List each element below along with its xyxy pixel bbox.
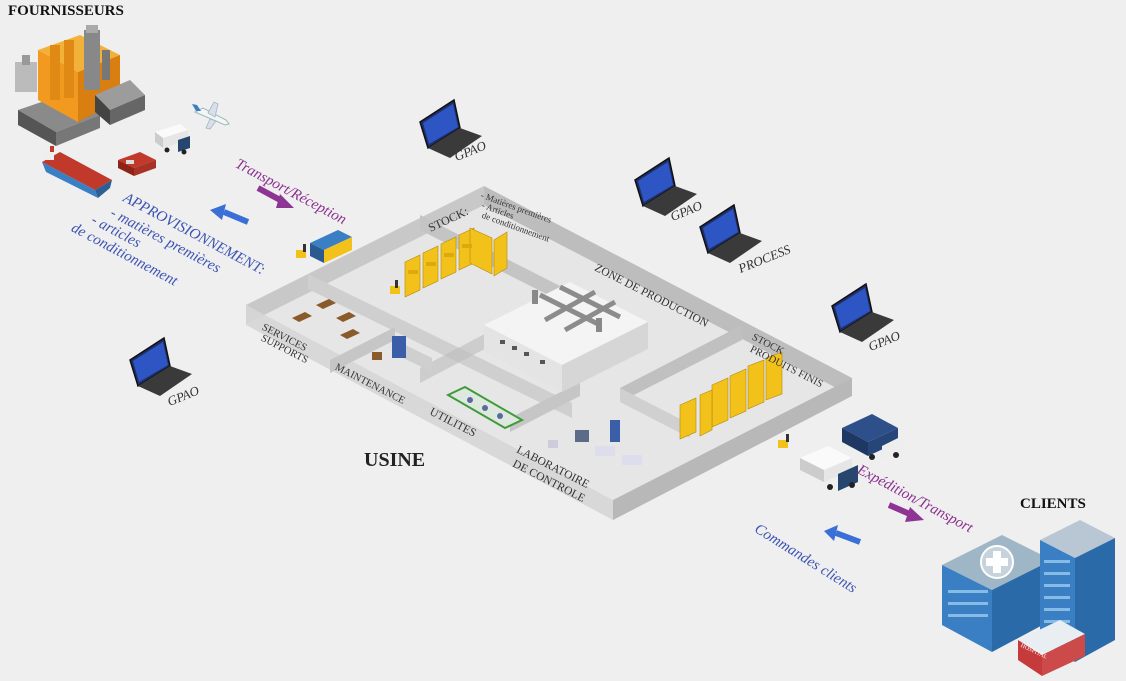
raw-material-shelves	[404, 227, 508, 298]
finished-product-shelves	[679, 351, 783, 440]
suppliers-title: FOURNISSEURS	[8, 3, 124, 19]
forklift-icon	[390, 280, 400, 294]
dock-truck-icon	[310, 230, 352, 263]
hospital-building-icon	[942, 520, 1115, 676]
factory-title: USINE	[364, 449, 426, 471]
lab-equipment	[548, 420, 642, 465]
delivery-truck-icon	[842, 414, 904, 462]
utilities-conveyor	[445, 385, 525, 430]
airplane-icon	[192, 101, 230, 130]
office-desks	[292, 299, 360, 339]
clients-title: CLIENTS	[1020, 496, 1086, 512]
commandes-arrow-icon	[824, 525, 862, 545]
supplier-factory-icon	[15, 25, 145, 146]
approvisionnement-arrow-icon	[210, 204, 250, 225]
production-cleanroom	[484, 282, 648, 392]
cargo-ship-icon	[42, 146, 112, 198]
laptop-icon	[699, 203, 762, 263]
expedition-arrow-icon	[887, 502, 924, 522]
laptop-icon	[129, 336, 192, 396]
supplier-truck-icon	[155, 124, 190, 155]
train-icon	[118, 152, 156, 176]
laptop-icon	[831, 282, 894, 342]
maintenance-rack	[372, 336, 406, 360]
forklift-icon	[296, 244, 306, 258]
delivery-truck-icon	[800, 446, 858, 491]
reception-arrow-icon	[256, 185, 294, 208]
forklift-icon	[778, 434, 789, 448]
laptop-icon	[634, 156, 697, 216]
laptop-icon	[419, 98, 482, 158]
